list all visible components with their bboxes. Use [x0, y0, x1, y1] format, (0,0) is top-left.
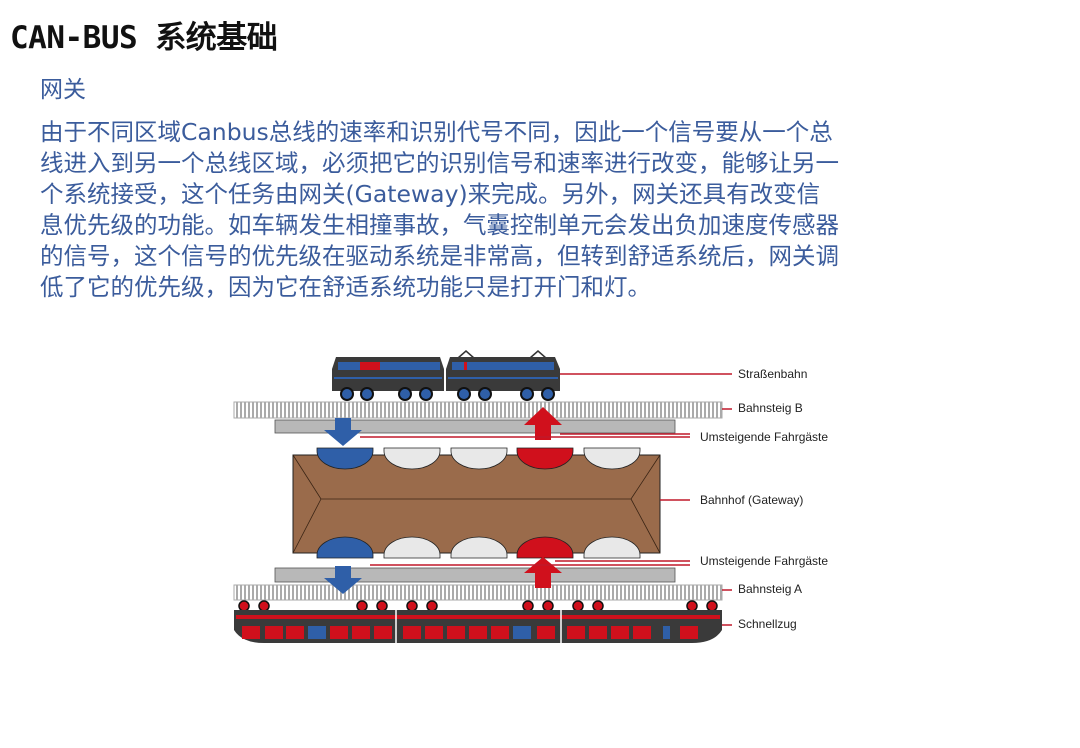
body-text: 由于不同区域Canbus总线的速率和识别代号不同，因此一个信号要从一个总 线进入…	[40, 117, 960, 303]
page-title: CAN-BUS 系统基础	[10, 20, 278, 56]
leader-lines	[360, 373, 732, 626]
station-gateway	[292, 447, 661, 559]
platform-b	[274, 419, 676, 434]
platform-b-track	[233, 401, 723, 419]
body-line: 低了它的优先级，因为它在舒适系统功能只是打开门和灯。	[40, 273, 651, 301]
arrow-up-icon	[524, 557, 562, 588]
body-line: 线进入到另一个总线区域，必须把它的识别信号和速率进行改变，能够让另一	[40, 149, 839, 177]
platform-a	[274, 567, 676, 583]
label-transfer-bottom: Umsteigende Fahrgäste	[700, 554, 828, 568]
body-line: 息优先级的功能。如车辆发生相撞事故，气囊控制单元会发出负加速度传感器	[40, 211, 839, 239]
label-platform-a: Bahnsteig A	[738, 582, 802, 596]
body-line: 个系统接受，这个任务由网关(Gateway)来完成。另外，网关还具有改变信	[40, 180, 821, 208]
label-tram: Straßenbahn	[738, 367, 807, 381]
arrow-up-icon	[524, 407, 562, 440]
express-train-illustration	[234, 600, 722, 643]
arrow-down-icon	[324, 418, 362, 446]
label-transfer-top: Umsteigende Fahrgäste	[700, 430, 828, 444]
body-line: 的信号，这个信号的优先级在驱动系统是非常高，但转到舒适系统后，网关调	[40, 242, 839, 270]
arrow-down-icon	[324, 566, 362, 594]
label-station-gateway: Bahnhof (Gateway)	[700, 493, 803, 507]
label-express-train: Schnellzug	[738, 617, 797, 631]
tram-illustration	[332, 350, 560, 401]
body-line: 由于不同区域Canbus总线的速率和识别代号不同，因此一个信号要从一个总	[40, 118, 833, 146]
label-platform-b: Bahnsteig B	[738, 401, 803, 415]
platform-a-track	[233, 584, 723, 601]
section-heading: 网关	[40, 77, 86, 103]
